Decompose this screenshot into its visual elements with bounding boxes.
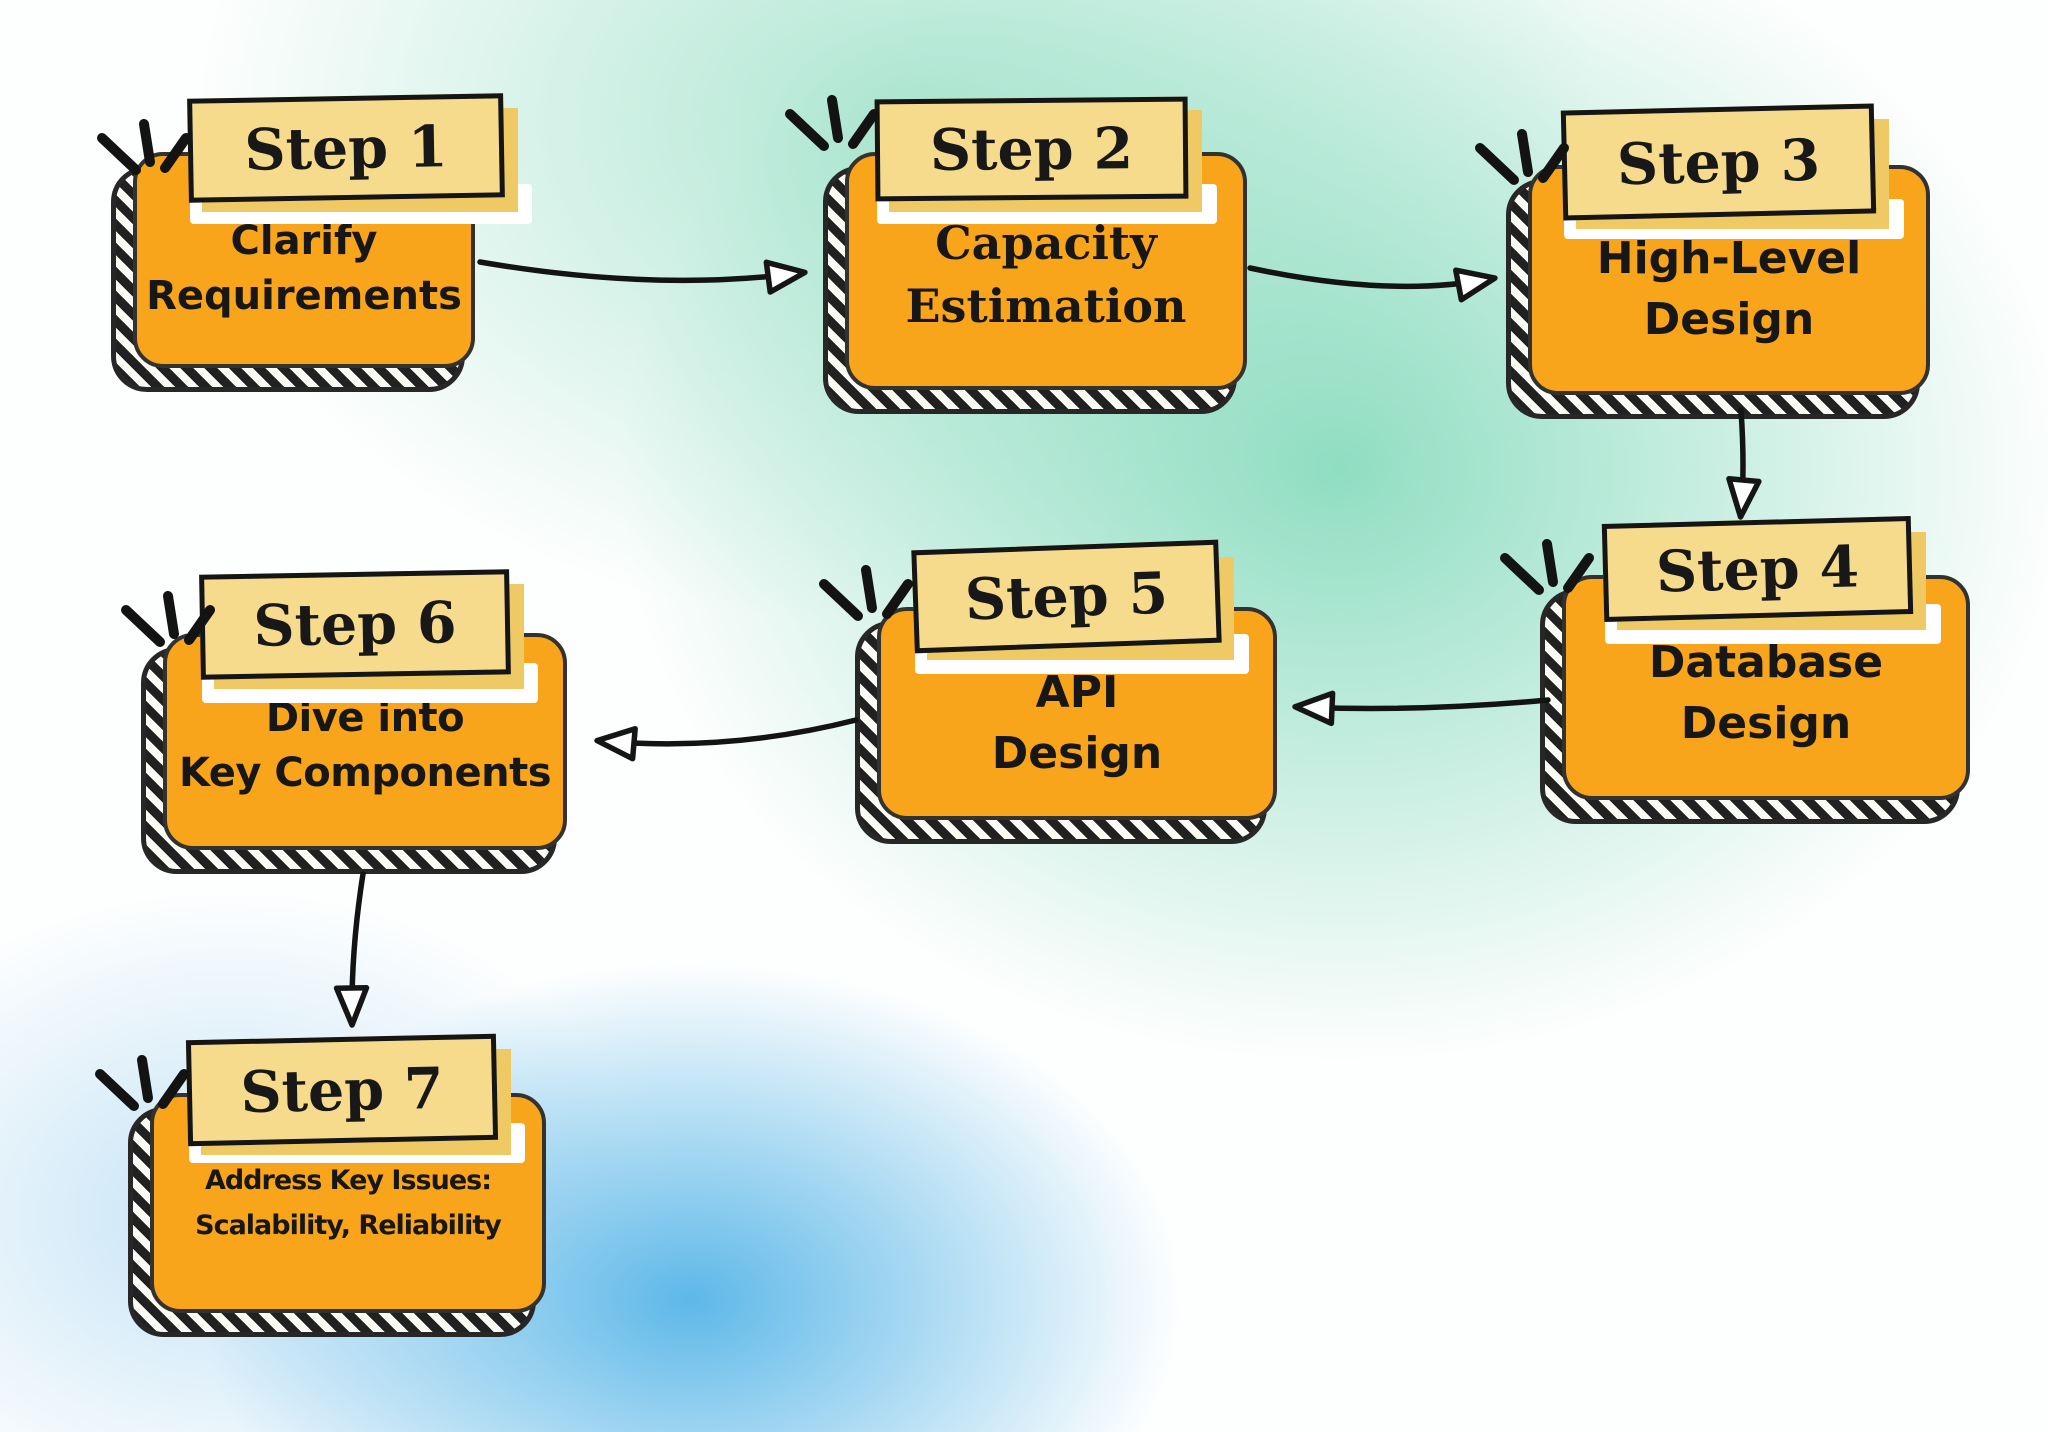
step-1-card: Clarify Requirements Step 1 bbox=[111, 93, 532, 392]
step-2-card: Capacity Estimation Step 2 bbox=[823, 96, 1247, 414]
step-4-label-text: Step 4 bbox=[1655, 532, 1860, 606]
arrow-step5-to-step6 bbox=[594, 717, 859, 762]
step-2-text-line: Capacity bbox=[935, 216, 1157, 270]
step-3-card: High-Level Design Step 3 bbox=[1506, 103, 1930, 419]
step-4-text-line: Database bbox=[1648, 637, 1884, 688]
step-7-label: Step 7 bbox=[185, 1033, 499, 1147]
step-3-text-line: High-Level bbox=[1596, 233, 1862, 284]
step-5-label-text: Step 5 bbox=[963, 559, 1170, 634]
step-6-card: Dive into Key Components Step 6 bbox=[141, 569, 567, 874]
arrow-step4-to-step5 bbox=[1292, 690, 1551, 727]
step-7-text-line: Address Key Issues: bbox=[204, 1165, 492, 1196]
step-1-text-line: Clarify bbox=[230, 218, 378, 264]
step-6-label: Step 6 bbox=[199, 569, 511, 680]
sparkle-step2 bbox=[790, 100, 874, 146]
step-2-text-line: Estimation bbox=[905, 279, 1187, 334]
step-4-text-line: Design bbox=[1680, 697, 1852, 749]
step-1-label: Step 1 bbox=[187, 93, 505, 203]
step-7-label-text: Step 7 bbox=[239, 1054, 445, 1126]
arrow-step1-to-step2 bbox=[477, 259, 808, 295]
step-7-text-line: Scalability, Reliability bbox=[195, 1209, 502, 1241]
step-7-card: Address Key Issues: Scalability, Reliabi… bbox=[128, 1033, 546, 1337]
step-5-text-line: API bbox=[1035, 667, 1119, 718]
step-1-label-text: Step 1 bbox=[243, 112, 449, 184]
step-6-label-text: Step 6 bbox=[252, 589, 458, 660]
step-3-label-text: Step 3 bbox=[1616, 126, 1821, 198]
step-3-text-line: Design bbox=[1643, 293, 1815, 345]
arrow-step2-to-step3 bbox=[1247, 265, 1498, 303]
step-6-text-line: Key Components bbox=[178, 750, 552, 797]
step-5-card: API Design Step 5 bbox=[855, 539, 1277, 844]
step-4-label: Step 4 bbox=[1601, 515, 1914, 623]
arrow-step6-to-step7 bbox=[333, 871, 370, 1028]
step-2-label-text: Step 2 bbox=[929, 114, 1134, 184]
arrow-step3-to-step4 bbox=[1726, 407, 1762, 520]
step-2-label: Step 2 bbox=[874, 96, 1189, 202]
step-3-label: Step 3 bbox=[1560, 103, 1877, 221]
step-1-text-line: Requirements bbox=[146, 273, 462, 320]
step-5-text-line: Design bbox=[991, 727, 1163, 779]
step-5-label: Step 5 bbox=[911, 539, 1222, 654]
step-4-card: Database Design Step 4 bbox=[1540, 515, 1970, 824]
